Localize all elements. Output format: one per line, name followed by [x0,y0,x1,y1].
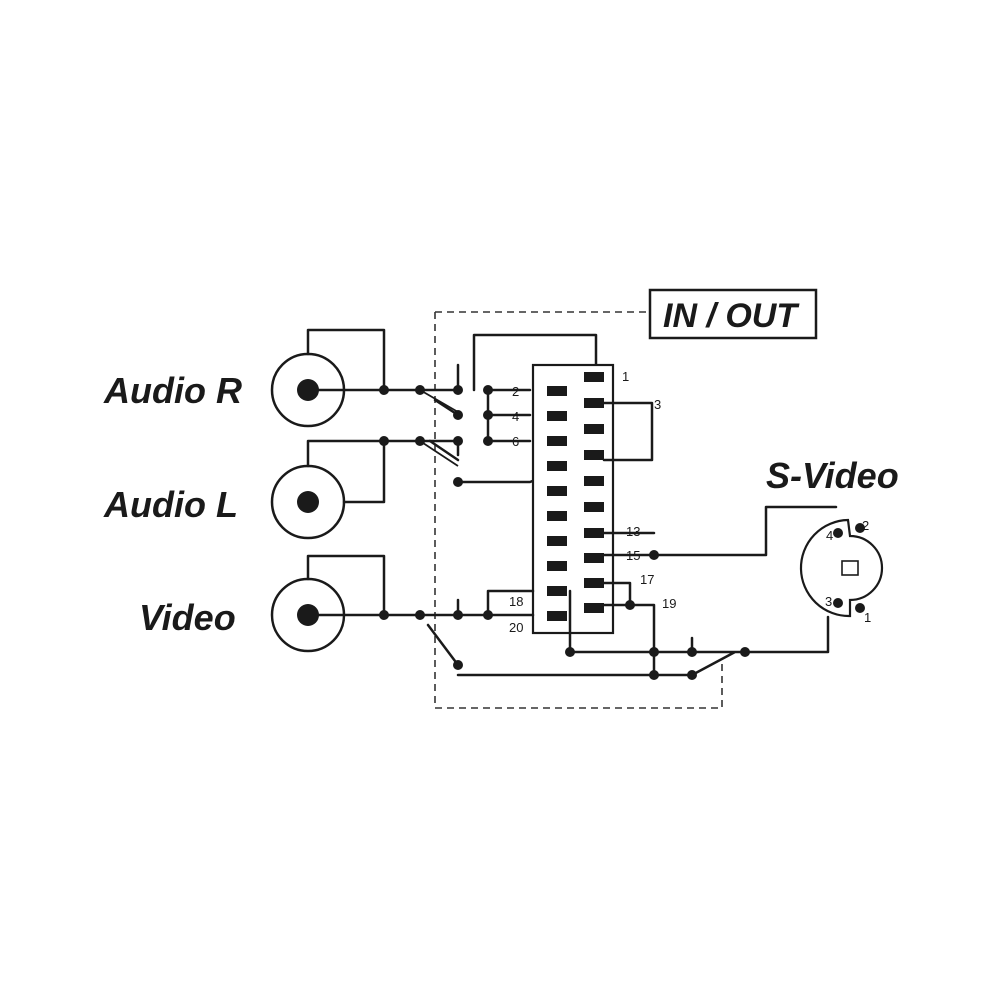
svideo-pin-2: 2 [862,518,869,533]
rca-audio-l-jack [270,439,460,540]
scart-pin-18: 18 [509,594,523,609]
scart-pin-13: 13 [626,524,640,539]
audio-switch-wires [428,333,598,484]
scart-pin-17: 17 [640,572,654,587]
scart-pin-2: 2 [512,384,519,399]
rca-audio-r-jack [270,328,460,428]
scart-pin-20: 20 [509,620,523,635]
video-switch-dots [565,600,750,680]
svideo-signal-wires [602,505,838,557]
video-label: Video [139,597,236,638]
s-video-label: S-Video [766,455,899,496]
scart-pin-6: 6 [512,434,519,449]
junction-dots [379,385,493,670]
audio-l-label: Audio L [103,484,238,525]
scart-pin-3: 3 [654,397,661,412]
audio-switch-diagonal [419,389,459,467]
switch-enclosure [434,311,723,709]
svideo-pin-3: 3 [825,594,832,609]
pin-3-link [602,401,654,462]
svideo-pin-4: 4 [826,528,833,543]
video-switch-wires [426,581,830,677]
audio-r-label: Audio R [103,370,242,411]
scart-pin-19: 19 [662,596,676,611]
svideo-connector [799,518,884,618]
scart-connector [531,363,615,635]
scart-pin-4: 4 [512,409,519,424]
svideo-pin-1: 1 [864,610,871,625]
rca-video-jack [270,554,490,653]
in-out-label: IN / OUT [663,297,800,335]
in-out-label-box: IN / OUT [648,288,818,340]
scart-pin-1: 1 [622,369,629,384]
